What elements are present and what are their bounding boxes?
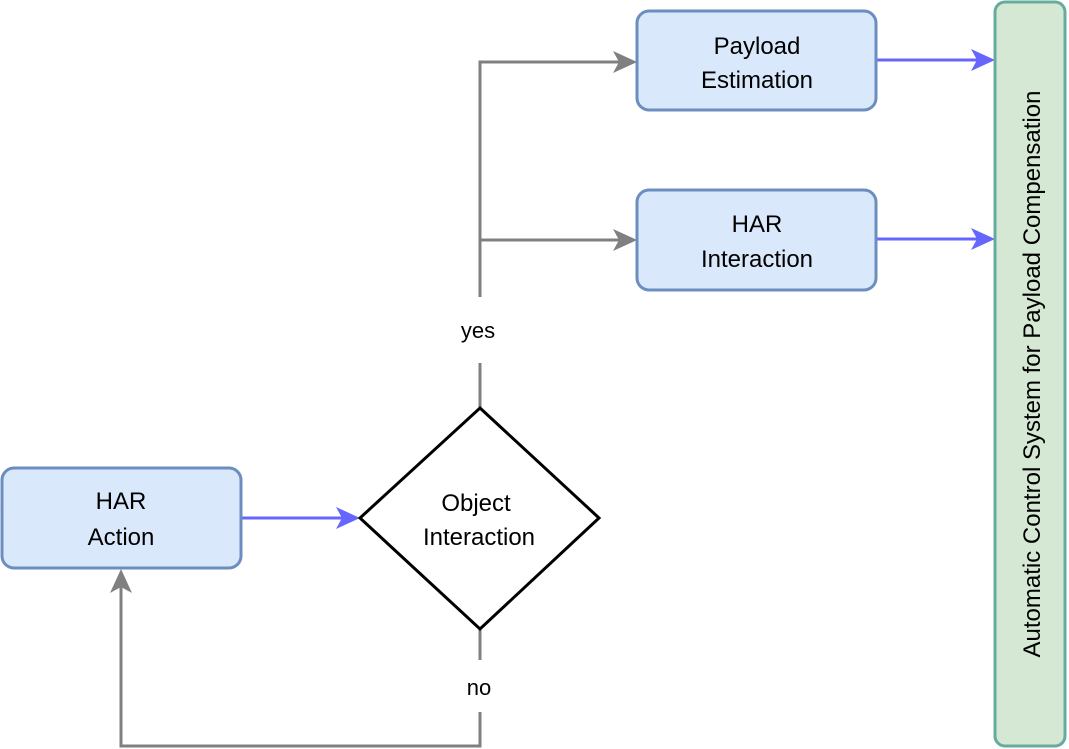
object-interaction-label-line2: Interaction [423, 524, 535, 551]
har-interaction-node: HAR Interaction [635, 188, 878, 292]
arrowhead-object-interaction [336, 507, 360, 529]
control-system-label: Automatic Control System for Payload Com… [1019, 91, 1046, 658]
har-interaction-label-line1: HAR [732, 211, 783, 238]
har-action-node: HAR Action [0, 466, 243, 570]
har-action-label-line2: Action [88, 524, 155, 551]
har-interaction-label-line2: Interaction [701, 246, 813, 273]
yes-edge-to-payload-estimation [478, 60, 624, 297]
no-edge-to-har-action [119, 582, 482, 748]
arrowhead-har-interaction [613, 229, 637, 251]
payload-estimation-node: Payload Estimation [635, 9, 878, 112]
yes-label: yes [461, 318, 495, 343]
payload-estimation-label-line1: Payload [714, 33, 801, 60]
arrowhead-har-action [110, 569, 132, 593]
har-action-label-line1: HAR [96, 488, 147, 515]
payload-estimation-label-line2: Estimation [701, 67, 813, 94]
object-interaction-decision: Object Interaction [357, 405, 602, 632]
arrowhead-control-bottom [971, 228, 995, 250]
control-system-node: Automatic Control System for Payload Com… [993, 0, 1067, 748]
arrowhead-payload-estimation [613, 51, 637, 73]
arrowhead-control-top [971, 49, 995, 71]
object-interaction-label-line1: Object [441, 490, 511, 517]
no-label: no [467, 675, 491, 700]
